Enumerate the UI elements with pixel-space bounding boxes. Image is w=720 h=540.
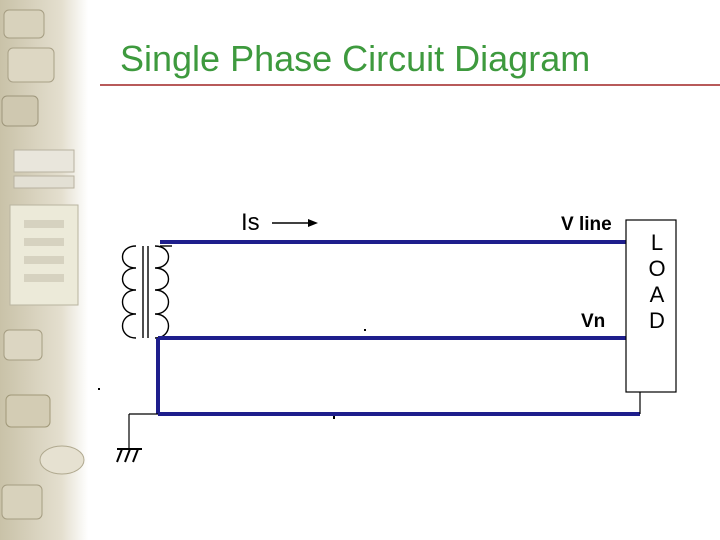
speck (333, 416, 335, 419)
speck (98, 388, 100, 390)
load-letter: D (649, 308, 665, 333)
secondary-coil (154, 245, 170, 339)
line-voltage-label: V line (561, 214, 612, 235)
keyboard-background-image (0, 0, 88, 540)
load-letter: A (650, 282, 665, 307)
primary-coil (121, 245, 137, 339)
title-underline (100, 84, 720, 86)
neutral-voltage-label: Vn (581, 311, 605, 332)
current-label: Is (241, 209, 260, 236)
load-box (625, 219, 677, 393)
speck (364, 329, 366, 331)
load-letter: O (648, 256, 665, 281)
transformer-symbol (121, 245, 172, 339)
current-arrow-icon (272, 219, 318, 227)
slide-title: Single Phase Circuit Diagram (120, 38, 591, 79)
ground-icon (116, 448, 142, 463)
load-letter: L (651, 230, 663, 255)
